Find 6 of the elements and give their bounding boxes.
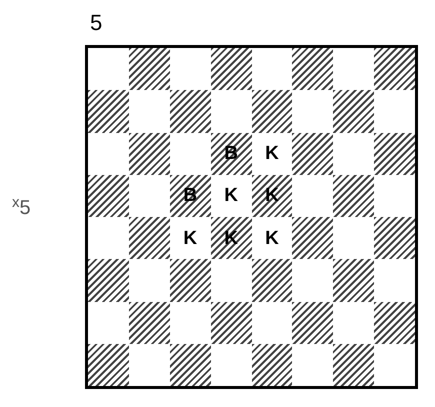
piece-letter: K [183,228,198,248]
piece-letter: K [265,228,279,248]
piece-letter: K [224,186,238,206]
piece-letter: K [265,144,279,164]
board-label: 5 [90,12,102,34]
row-label: $^{x}$5 [12,198,31,218]
